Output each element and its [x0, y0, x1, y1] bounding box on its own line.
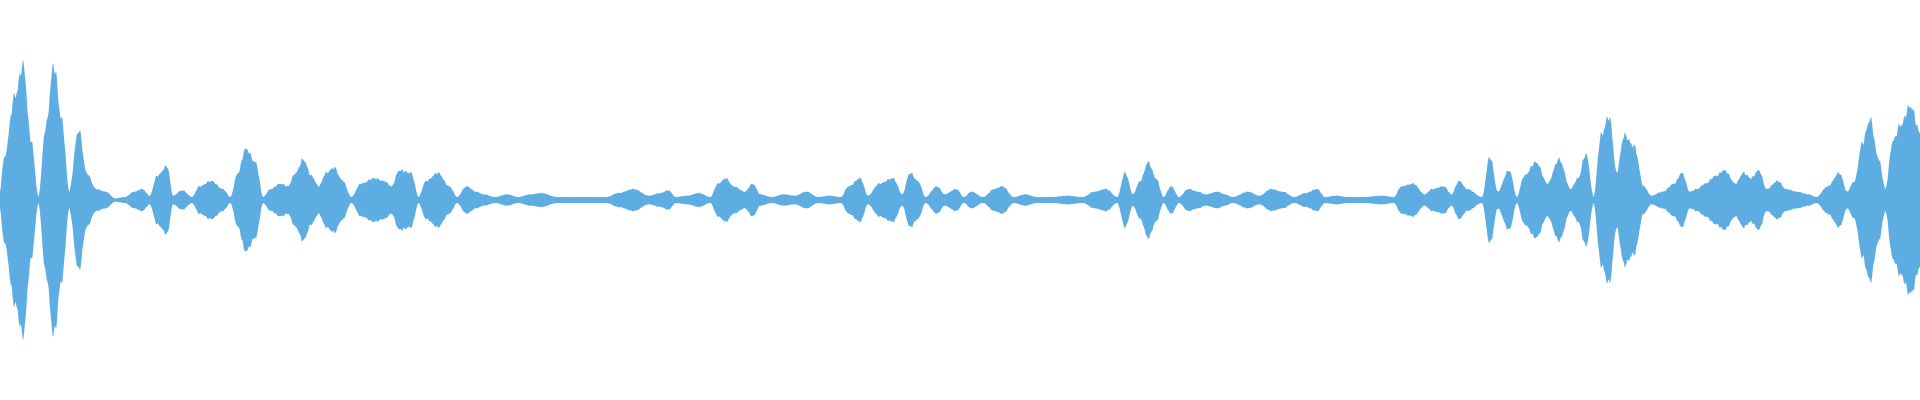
waveform-shape [0, 60, 1920, 340]
